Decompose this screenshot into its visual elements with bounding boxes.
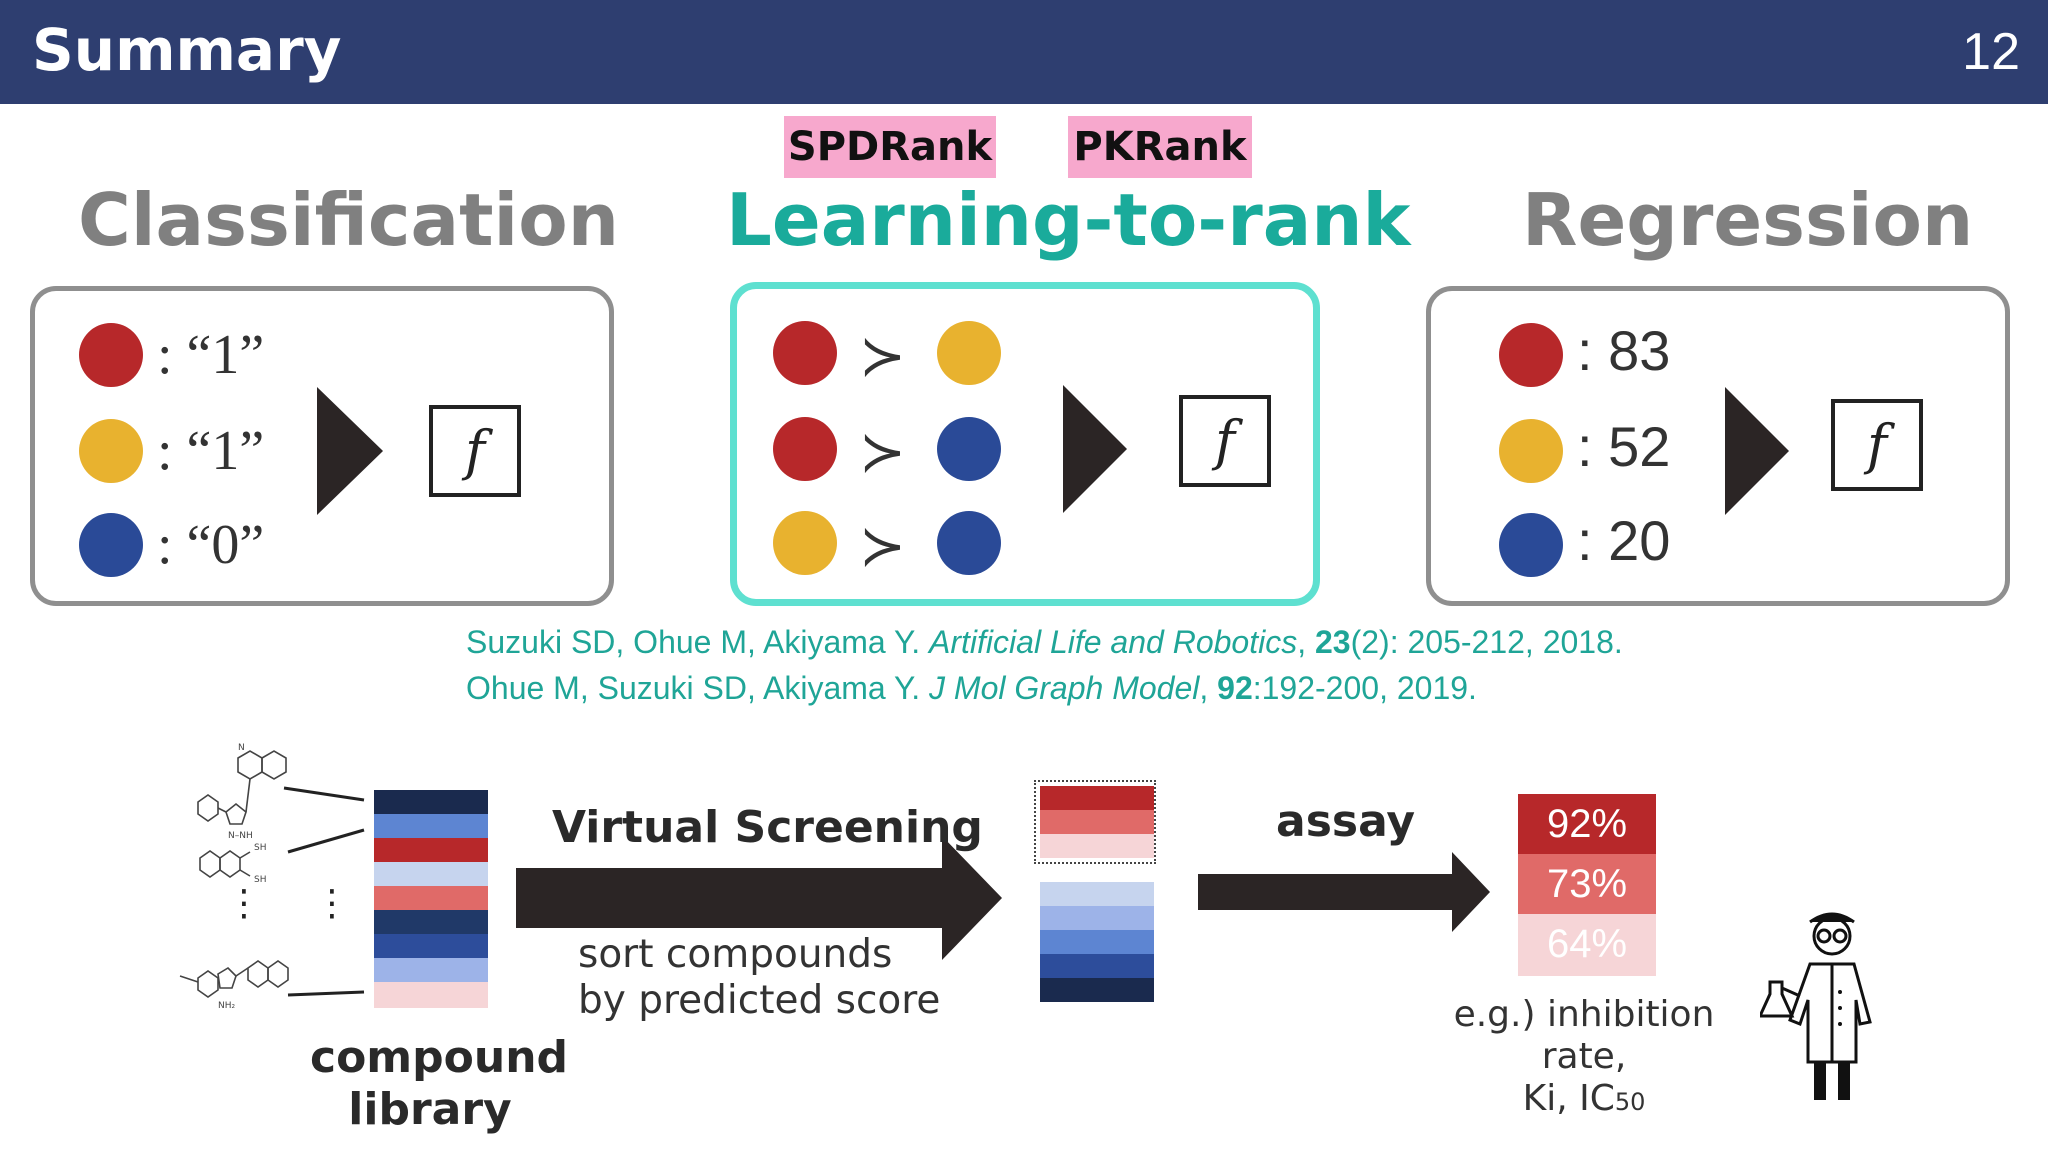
ref-pages: :192-200, 2019. <box>1252 670 1477 706</box>
classification-panel: : “1” : “1” : “0” f <box>30 286 614 606</box>
sorted-band <box>1040 954 1154 978</box>
compound-library-label: compound library <box>310 1032 569 1136</box>
ref-volume: 23 <box>1314 624 1351 660</box>
virtual-screening-sub-2: by predicted score <box>578 978 941 1023</box>
red-compound-dot <box>1499 323 1563 387</box>
result-value: 92% <box>1518 794 1656 854</box>
library-stack <box>374 790 488 1008</box>
svg-text:SH: SH <box>254 843 266 853</box>
sorted-band <box>1040 978 1154 1002</box>
regression-title: Regression <box>1522 178 1974 262</box>
slide-title: Summary <box>32 16 342 84</box>
function-box: f <box>429 405 521 497</box>
class-label-1: : “1” <box>157 324 265 386</box>
rank-relation: ≻ <box>859 420 906 485</box>
library-band <box>374 958 488 982</box>
function-box: f <box>1179 395 1271 487</box>
sorted-stack <box>1040 786 1154 1002</box>
results-stack: 92% 73% 64% <box>1518 794 1656 976</box>
red-compound-dot <box>773 417 837 481</box>
screening-arrow-icon <box>516 836 1002 960</box>
function-box: f <box>1831 399 1923 491</box>
rank-relation: ≻ <box>859 514 906 579</box>
blue-compound-dot <box>79 513 143 577</box>
ellipsis-lines: ⋮ <box>314 883 350 924</box>
scientist-icon <box>1760 912 1872 1100</box>
compound-structures-icon: N N–NH SH SH NH₂ <box>179 743 365 1011</box>
ref-sep: , <box>1199 670 1218 706</box>
library-band <box>374 838 488 862</box>
library-band <box>374 814 488 838</box>
reg-label-1: : 83 <box>1577 319 1671 382</box>
arrow-right-icon <box>1063 385 1127 513</box>
tag-pkrank: PKRank <box>1068 116 1252 178</box>
example-subscript: 50 <box>1614 1088 1646 1116</box>
ref-sep: , <box>1297 624 1315 660</box>
red-compound-dot <box>773 321 837 385</box>
library-band <box>374 934 488 958</box>
reference-1: Suzuki SD, Ohue M, Akiyama Y. Artificial… <box>466 624 1623 661</box>
svg-text:N: N <box>238 743 245 753</box>
sorted-band <box>1040 906 1154 930</box>
arrow-right-icon <box>317 387 383 515</box>
arrow-right-icon <box>1725 387 1789 515</box>
ref-pages: (2): 205-212, 2018. <box>1350 624 1623 660</box>
result-value: 64% <box>1518 914 1656 976</box>
reg-label-2: : 52 <box>1577 415 1671 478</box>
yellow-compound-dot <box>1499 419 1563 483</box>
sorted-band <box>1040 834 1154 858</box>
example-line1: e.g.) inhibition rate, <box>1453 994 1715 1077</box>
sorted-band <box>1040 810 1154 834</box>
top-hits-selection <box>1034 780 1156 864</box>
virtual-screening-sub-1: sort compounds <box>578 932 893 977</box>
class-label-3: : “0” <box>157 514 265 576</box>
page-number: 12 <box>1962 23 2020 81</box>
ref-volume: 92 <box>1217 670 1253 706</box>
classification-title: Classification <box>78 178 619 262</box>
result-value: 73% <box>1518 854 1656 914</box>
library-band <box>374 886 488 910</box>
blue-compound-dot <box>937 511 1001 575</box>
sorted-band <box>1040 930 1154 954</box>
blue-compound-dot <box>1499 513 1563 577</box>
tag-spdrank: SPDRank <box>784 116 996 178</box>
example-line2: Ki, IC50 <box>1414 1078 1754 1123</box>
ref-authors: Suzuki SD, Ohue M, Akiyama Y. <box>466 624 930 660</box>
yellow-compound-dot <box>79 419 143 483</box>
virtual-screening-label: Virtual Screening <box>552 802 983 853</box>
library-label-line1: compound <box>310 1032 569 1083</box>
blue-compound-dot <box>937 417 1001 481</box>
assay-label: assay <box>1276 796 1416 847</box>
ellipsis-structures: ⋮ <box>226 883 262 924</box>
red-compound-dot <box>79 323 143 387</box>
example-ki-ic: Ki, IC <box>1522 1078 1615 1119</box>
assay-arrow-icon <box>1198 852 1490 932</box>
reference-2: Ohue M, Suzuki SD, Akiyama Y. J Mol Grap… <box>466 670 1477 707</box>
header-bar <box>0 0 2048 104</box>
library-band <box>374 862 488 886</box>
reg-label-3: : 20 <box>1577 509 1671 572</box>
sorted-band <box>1040 786 1154 810</box>
learning-to-rank-panel: ≻ ≻ ≻ f <box>730 282 1320 606</box>
svg-text:N–NH: N–NH <box>228 831 253 841</box>
class-label-2: : “1” <box>157 420 265 482</box>
yellow-compound-dot <box>773 511 837 575</box>
ref-authors: Ohue M, Suzuki SD, Akiyama Y. <box>466 670 930 706</box>
regression-panel: : 83 : 52 : 20 f <box>1426 286 2010 606</box>
library-band <box>374 790 488 814</box>
svg-text:SH: SH <box>254 875 266 885</box>
library-band <box>374 910 488 934</box>
svg-text:NH₂: NH₂ <box>218 1001 236 1011</box>
library-label-line2: library <box>348 1084 512 1135</box>
ref-journal: J Mol Graph Model <box>929 670 1200 706</box>
rank-relation: ≻ <box>859 324 906 389</box>
learning-to-rank-title: Learning-to-rank <box>726 178 1411 262</box>
yellow-compound-dot <box>937 321 1001 385</box>
ref-journal: Artificial Life and Robotics <box>929 624 1298 660</box>
example-metrics: e.g.) inhibition rate, Ki, IC50 <box>1414 994 1754 1123</box>
library-band <box>374 982 488 1008</box>
sorted-band <box>1040 882 1154 906</box>
